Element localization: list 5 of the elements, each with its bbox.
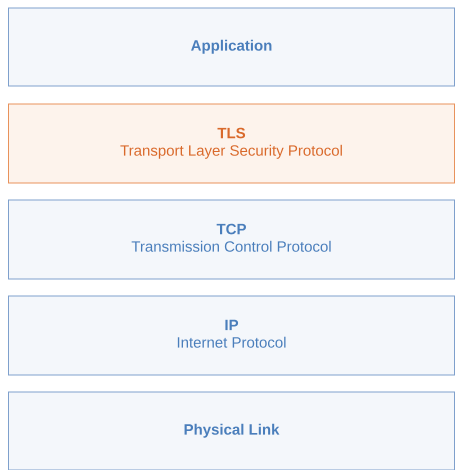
layer-box: TCP Transmission Control Protocol bbox=[8, 200, 455, 280]
layer-box: IP Internet Protocol bbox=[8, 296, 455, 376]
layer-box: Physical Link bbox=[8, 392, 455, 470]
layer-box: TLS Transport Layer Security Protocol bbox=[8, 104, 455, 184]
layer-box: Application bbox=[8, 8, 455, 86]
